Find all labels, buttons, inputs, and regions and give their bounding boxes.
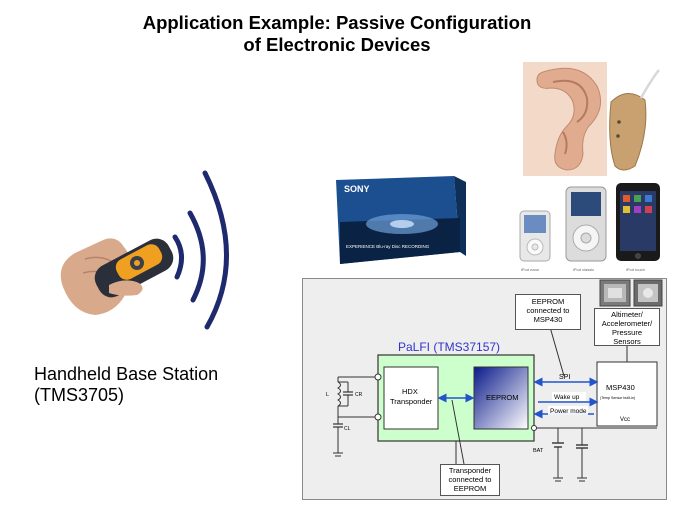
power-mode-label: Power mode — [550, 408, 587, 415]
reader-device-icon — [94, 238, 174, 298]
eeprom-label: EEPROM — [486, 393, 519, 402]
msp430-label: MSP430 — [606, 383, 635, 392]
cl-label: CL — [344, 426, 351, 432]
eeprom-msp430-callout: EEPROM connected to MSP430 — [515, 294, 581, 330]
sensor-chips-icon — [599, 279, 663, 307]
palfi-circuit-diagram: PaLFI (TMS37157) HDX Transponder EEPROM … — [326, 279, 663, 482]
callout-transponder-line2: connected to — [448, 475, 492, 484]
ipod-classic-label: iPod classic — [573, 267, 594, 272]
callout-sensors-line2: Accelerometer/ — [601, 319, 653, 328]
hearing-aid-icon — [609, 69, 660, 171]
spi-label: SPI — [559, 374, 570, 381]
hearing-aid-photo — [523, 62, 660, 176]
handheld-label-line1: Handheld Base Station — [34, 364, 219, 384]
callout-eeprom-line1: EEPROM — [531, 297, 565, 306]
callout-sensors-line4: Sensors — [613, 337, 641, 346]
ipod-nano-label: iPod nano — [521, 267, 540, 272]
hdx-label: HDX — [402, 387, 418, 396]
transponder-eeprom-callout: Transponder connected to EEPROM — [440, 464, 500, 496]
inductor-icon — [337, 381, 341, 407]
callout-transponder-line1: Transponder — [448, 466, 492, 475]
palfi-label: PaLFI (TMS37157) — [398, 340, 500, 354]
eeprom-block — [473, 366, 529, 430]
inductor-label: L — [326, 392, 329, 398]
handheld-base-station-label: Handheld Base Station (TMS3705) — [34, 364, 218, 406]
msp430-sublabel: (Temp Sensor built-in) — [600, 396, 635, 400]
hdx-transponder-block — [383, 366, 439, 430]
ipod-touch-icon — [616, 183, 660, 261]
handheld-device-illustration — [60, 170, 229, 330]
vcc-label: Vcc — [620, 417, 630, 423]
sony-bluray-box-photo: SONY EXPERIENCE Blu-ray Disc RECORDING — [336, 176, 466, 264]
antenna-pin-1 — [374, 373, 382, 381]
transponder-callout-pointer — [451, 399, 465, 465]
slide-title-line2: of Electronic Devices — [243, 34, 431, 55]
radio-waves-icon — [172, 170, 229, 330]
bat-label: BAT — [533, 448, 544, 454]
ear-icon — [536, 67, 602, 171]
slide-title-line1: Application Example: Passive Configurati… — [142, 12, 532, 33]
bluray-caption-text: EXPERIENCE Blu-ray Disc RECORDING — [346, 244, 430, 249]
antenna-pin-2 — [374, 413, 382, 421]
callout-sensors-line1: Altimeter/ — [611, 310, 643, 319]
callout-transponder-line3: EEPROM — [453, 484, 487, 493]
ipod-nano-icon — [519, 210, 551, 262]
callout-eeprom-line2: connected to — [526, 306, 570, 315]
callout-eeprom-line3: MSP430 — [533, 315, 563, 324]
slide-title: Application Example: Passive Configurati… — [0, 12, 674, 56]
hdx-transponder-label: Transponder — [390, 397, 433, 406]
ipod-family-photo: iPod nano iPod classic iPod touch — [519, 183, 660, 272]
ipod-touch-label: iPod touch — [626, 267, 645, 272]
handheld-label-line2: (TMS3705) — [34, 385, 125, 405]
ipod-classic-icon — [565, 186, 607, 262]
thumb-icon — [109, 280, 143, 296]
cr-label: CR — [355, 392, 363, 398]
sony-brand-text: SONY — [344, 184, 370, 194]
wake-up-label: Wake up — [554, 394, 580, 401]
callout-sensors-line3: Pressure — [611, 328, 642, 337]
sensors-callout: Altimeter/ Accelerometer/ Pressure Senso… — [594, 308, 660, 346]
